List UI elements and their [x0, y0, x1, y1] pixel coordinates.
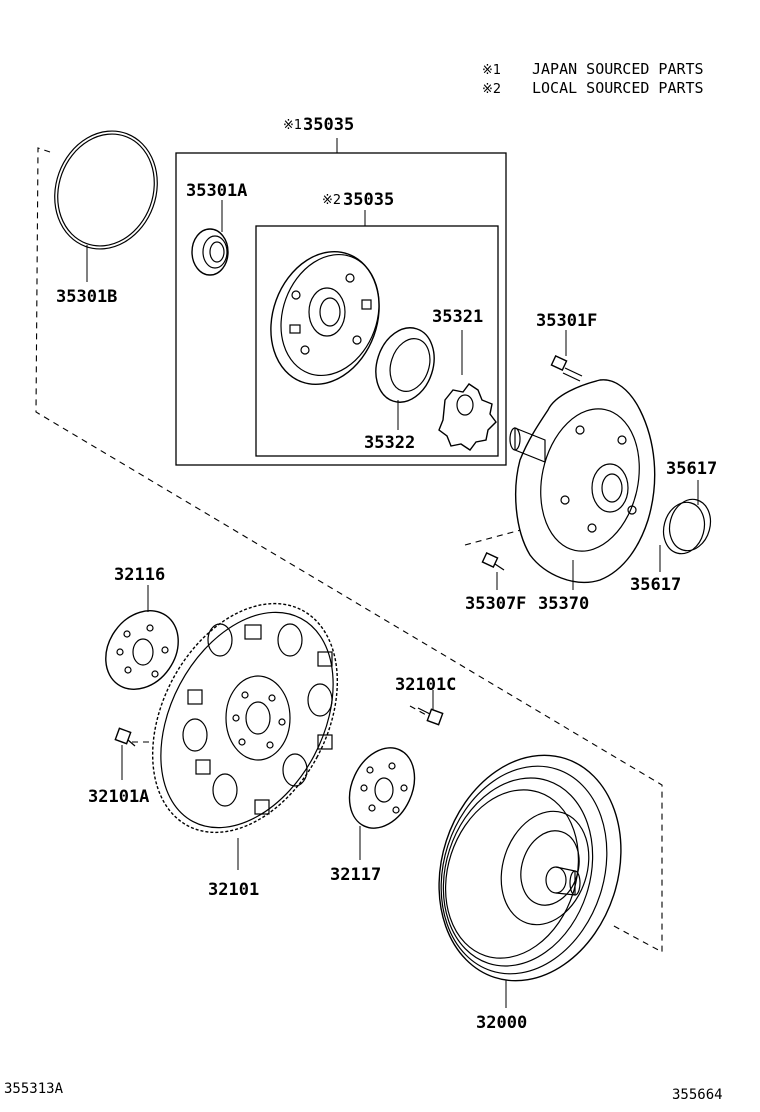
legend-mark-1: ※1 [482, 63, 501, 78]
legend-text-1: JAPAN SOURCED PARTS [532, 60, 704, 78]
label-35617a[interactable]: 35617 [666, 459, 717, 479]
label-35322[interactable]: 35322 [364, 433, 415, 453]
label-35301F[interactable]: 35301F [536, 311, 597, 331]
bolt-35307F[interactable] [481, 552, 505, 571]
assembly-dashed-outline [35, 147, 663, 953]
oil-seal-35301A[interactable] [191, 228, 229, 276]
legend: ※1 JAPAN SOURCED PARTS ※2 LOCAL SOURCED … [482, 60, 704, 97]
figure-id-right: 355664 [672, 1087, 723, 1103]
seal-rings-35617[interactable] [658, 495, 716, 559]
bolt-32101C[interactable] [417, 707, 444, 726]
dashed-leader-32101C [409, 705, 429, 717]
o-ring-35301B[interactable] [38, 117, 173, 264]
label-35307F[interactable]: 35307F [465, 594, 526, 614]
label-35035-1-mark: ※1 [283, 118, 302, 133]
legend-mark-2: ※2 [482, 82, 501, 97]
legend-text-2: LOCAL SOURCED PARTS [532, 79, 704, 97]
label-32117[interactable]: 32117 [330, 865, 381, 885]
label-35617b[interactable]: 35617 [630, 575, 681, 595]
dashed-leader-35307F [464, 527, 529, 546]
figure-id-left: 355313A [4, 1081, 64, 1097]
label-32101C[interactable]: 32101C [395, 675, 456, 695]
label-35301A[interactable]: 35301A [186, 181, 247, 201]
box-35035-japan [175, 152, 507, 466]
driven-gear-35322[interactable] [367, 320, 444, 410]
torque-converter-32000[interactable] [411, 731, 649, 1004]
label-35035-1[interactable]: 35035 [303, 115, 354, 135]
bolt-32101A[interactable] [114, 727, 136, 747]
label-32101[interactable]: 32101 [208, 880, 259, 900]
label-35035-2[interactable]: 35035 [343, 190, 394, 210]
label-32116[interactable]: 32116 [114, 565, 165, 585]
label-35301B[interactable]: 35301B [56, 287, 117, 307]
drive-plate-32101[interactable] [115, 572, 374, 864]
stator-shaft-35370[interactable] [509, 379, 656, 584]
label-35321[interactable]: 35321 [432, 307, 483, 327]
spacer-32117[interactable] [337, 737, 427, 838]
label-35035-2-mark: ※2 [322, 193, 341, 208]
label-35370[interactable]: 35370 [538, 594, 589, 614]
pump-body[interactable] [253, 236, 397, 399]
box-35035-local [255, 225, 499, 457]
bolt-35301F[interactable] [550, 355, 583, 382]
label-32101A[interactable]: 32101A [88, 787, 149, 807]
drive-gear-35321[interactable] [438, 383, 497, 451]
spacer-32116[interactable] [91, 597, 193, 704]
label-32000[interactable]: 32000 [476, 1013, 527, 1033]
